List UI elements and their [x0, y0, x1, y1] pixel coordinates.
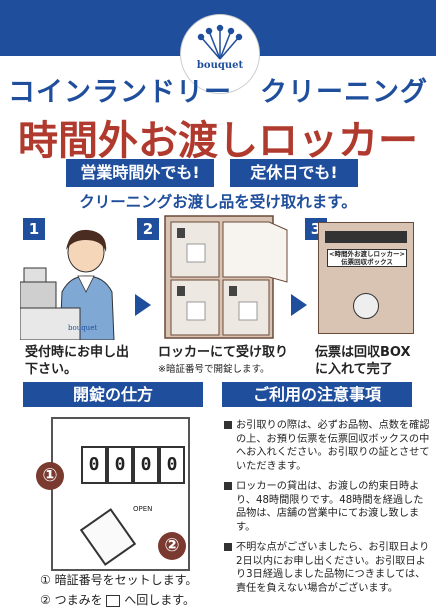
step-caption-2: ロッカーにて受け取り ※暗証番号で開錠します。	[158, 344, 298, 378]
arrow-right-icon-2	[291, 294, 307, 316]
step-caption-3: 伝票は回収BOXに入れて完了	[315, 345, 411, 377]
instruction-2-start: ② つまみを	[40, 593, 103, 607]
dial-1: 0	[81, 446, 107, 484]
collection-box-label: <時間外お渡しロッカー>伝票回収ボックス	[327, 249, 407, 267]
svg-text:bouquet: bouquet	[68, 324, 97, 332]
instruction-2-end: へ回します。	[124, 593, 196, 607]
step-number-1: 1	[23, 218, 45, 240]
logo: bouquet	[180, 14, 260, 94]
marker-2: ②	[158, 532, 186, 560]
bullet-square-icon	[224, 543, 232, 551]
collection-box: <時間外お渡しロッカー>伝票回収ボックス	[318, 222, 414, 334]
notes-heading: ご利用の注意事項	[222, 382, 412, 407]
step-caption-2-main: ロッカーにて受け取り	[158, 345, 289, 360]
unlock-heading: 開錠の仕方	[23, 382, 203, 407]
dial-2: 0	[107, 446, 133, 484]
knob-icon	[79, 508, 137, 566]
step-caption-1: 受付時にお申し出下さい。	[25, 345, 130, 377]
bouquet-flower-icon	[197, 24, 243, 60]
title-line1: コインランドリー クリーニング	[8, 77, 428, 108]
staff-illustration: bouquet	[20, 229, 115, 340]
arrow-right-icon-1	[135, 294, 151, 316]
step-caption-2-note: ※暗証番号で開錠します。	[158, 364, 270, 375]
dial-4: 0	[159, 446, 185, 484]
note-item-1: お引取りの際は、必ずお品物、点数を確認の上、お預り伝票を伝票回収ボックスの中へお…	[224, 419, 430, 473]
logo-text: bouquet	[196, 60, 244, 71]
instruction-1: ① 暗証番号をセットします。	[40, 573, 198, 587]
badge-after-hours: 営業時間外でも!	[66, 159, 214, 187]
instruction-2: ② つまみを へ回します。	[40, 591, 195, 608]
bullet-square-icon	[224, 482, 232, 490]
step-number-2: 2	[137, 218, 159, 240]
note-item-2: ロッカーの貸出は、お渡しの約束日時より、48時間限りです。48時間を経過した品物…	[224, 480, 430, 534]
note-text-3: 不明な点がございましたら、お引取日より2日以内にお申し出ください。お引取日より3…	[236, 542, 430, 594]
marker-1: ①	[36, 462, 64, 490]
subtitle: クリーニングお渡し品を受け取れます。	[79, 193, 357, 211]
notes-list: お引取りの際は、必ずお品物、点数を確認の上、お預り伝票を伝票回収ボックスの中へお…	[224, 419, 430, 602]
bullet-square-icon	[224, 421, 232, 429]
note-item-3: 不明な点がございましたら、お引取日より2日以内にお申し出ください。お引取日より3…	[224, 541, 430, 595]
locker-illustration	[164, 215, 288, 339]
open-label: OPEN	[133, 505, 153, 513]
note-text-1: お引取りの際は、必ずお品物、点数を確認の上、お預り伝票を伝票回収ボックスの中へお…	[236, 420, 430, 472]
dial-3: 0	[133, 446, 159, 484]
note-text-2: ロッカーの貸出は、お渡しの約束日時より、48時間限りです。48時間を経過した品物…	[236, 481, 424, 533]
badge-holiday: 定休日でも!	[230, 159, 358, 187]
title-line2: 時間外お渡しロッカー	[18, 117, 418, 164]
open-lock-icon	[106, 594, 121, 607]
